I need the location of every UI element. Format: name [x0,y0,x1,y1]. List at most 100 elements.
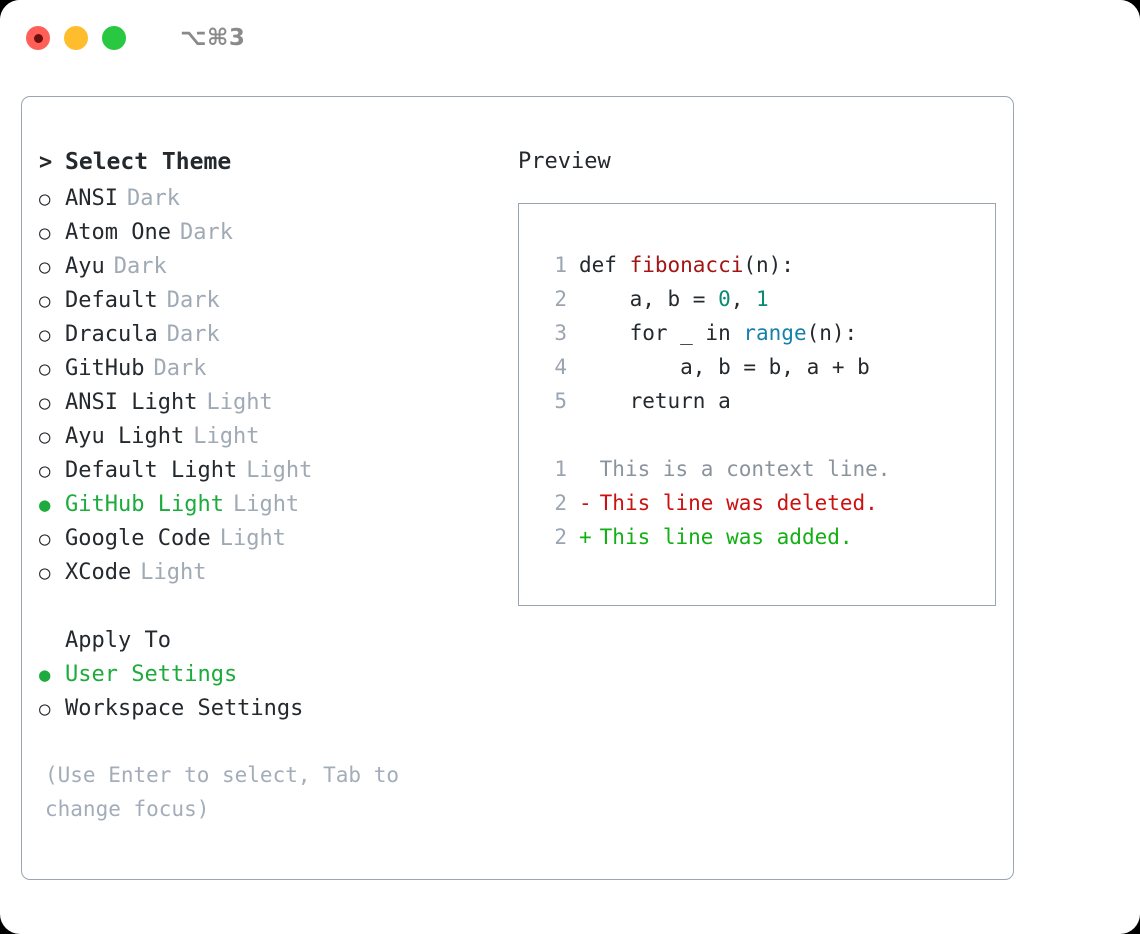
diff-line: 1 This is a context line. [537,452,995,486]
theme-list-item[interactable]: ○ Google Code Light [39,522,499,556]
theme-variant-badge: Dark [126,186,180,211]
radio-unselected-icon: ○ [39,562,51,584]
close-button[interactable] [26,26,50,50]
maximize-button[interactable] [102,26,126,50]
code-token-plain: return a [579,389,731,413]
code-text: def fibonacci(n): [579,248,794,282]
theme-name: Dracula [65,322,158,347]
apply-to-name: Workspace Settings [65,696,304,721]
diff-sign: - [579,491,592,515]
apply-to-item[interactable]: ● User Settings [39,658,499,692]
theme-list-item[interactable]: ○ Default Light Light [39,454,499,488]
code-token-plain: a, b = [579,287,719,311]
radio-unselected-icon: ○ [39,528,51,550]
apply-to-header: ○ Apply To [39,624,499,658]
keyboard-shortcut-label: ⌥⌘3 [180,25,246,51]
diff-sample: 1 This is a context line.2-This line was… [537,452,995,554]
code-text: a, b = 0, 1 [579,282,769,316]
line-number: 3 [554,321,567,345]
line-number: 1 [554,253,567,277]
theme-variant-badge: Light [140,560,207,585]
preview-title: Preview [518,149,611,174]
radio-unselected-icon: ○ [39,324,51,346]
select-theme-title: Select Theme [65,149,232,175]
code-token-number: 0 [718,287,731,311]
minimize-button[interactable] [64,26,88,50]
theme-name: Ayu Light [65,424,185,449]
theme-variant-badge: Light [219,526,286,551]
diff-sign [579,452,592,486]
theme-name: GitHub Light [65,492,224,517]
theme-name: Default [65,288,158,313]
blank-marker-icon: ○ [39,624,65,658]
code-text: for _ in range(n): [579,316,858,350]
radio-unselected-icon: ○ [39,460,51,482]
code-token-plain: for _ in [579,321,744,345]
code-line: 5 return a [537,384,995,418]
code-token-function: fibonacci [629,253,744,277]
theme-name: Atom One [65,220,171,245]
theme-list-item[interactable]: ○ ANSI Dark [39,182,499,216]
code-line: 3 for _ in range(n): [537,316,995,350]
radio-unselected-icon: ○ [39,290,51,312]
keyboard-hint: (Use Enter to select, Tab to change focu… [45,763,400,821]
radio-selected-icon: ● [39,664,51,686]
theme-list-item[interactable]: ○ Ayu Dark [39,250,499,284]
code-token-plain: (n): [743,253,794,277]
line-number: 2 [554,287,567,311]
apply-to-list: ● User Settings ○ Workspace Settings [39,658,499,726]
theme-list-item[interactable]: ○ Default Dark [39,284,499,318]
apply-to-item[interactable]: ○ Workspace Settings [39,692,499,726]
theme-variant-badge: Light [246,458,313,483]
code-token-number: 1 [756,287,769,311]
radio-unselected-icon: ○ [39,698,51,720]
diff-text: This line was added. [599,525,853,549]
select-theme-header: > Select Theme [39,145,499,180]
theme-name: Google Code [65,526,211,551]
titlebar: ⌥⌘3 [0,0,1140,76]
prompt-caret-icon: > [39,150,53,175]
diff-text: This is a context line. [599,457,891,481]
radio-unselected-icon: ○ [39,392,51,414]
theme-variant-badge: Dark [179,220,233,245]
theme-variant-badge: Dark [166,288,220,313]
radio-unselected-icon: ○ [39,188,51,210]
code-diff-spacer [537,418,995,452]
code-line: 4 a, b = b, a + b [537,350,995,384]
apply-to-label: Apply To [65,628,171,653]
theme-name: ANSI [65,186,118,211]
theme-variant-badge: Dark [153,356,207,381]
code-token-plain: def [579,253,630,277]
code-line: 1 def fibonacci(n): [537,248,995,282]
theme-name: GitHub [65,356,145,381]
window-controls [26,26,126,50]
theme-variant-badge: Light [232,492,300,517]
theme-name: Ayu [65,254,105,279]
theme-variant-badge: Light [193,424,260,449]
theme-name: ANSI Light [65,390,198,415]
diff-line: 2+This line was added. [537,520,995,554]
diff-text: This line was deleted. [599,491,878,515]
code-token-plain: (n): [806,321,858,345]
radio-unselected-icon: ○ [39,256,51,278]
theme-variant-badge: Dark [113,254,167,279]
recording-dot-icon [33,33,43,43]
code-token-plain: , [730,287,757,311]
theme-name: Default Light [65,458,238,483]
code-text: a, b = b, a + b [579,350,870,384]
code-line: 2 a, b = 0, 1 [537,282,995,316]
apply-to-name: User Settings [65,662,238,687]
